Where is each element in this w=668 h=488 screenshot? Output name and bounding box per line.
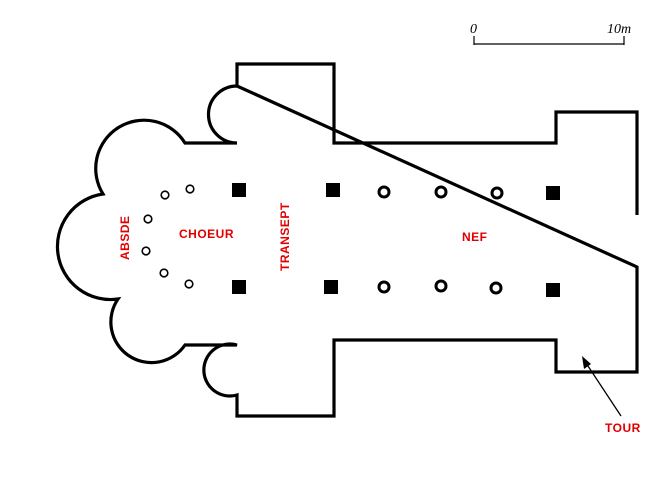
pier-square [232, 183, 246, 197]
pier-square [232, 280, 246, 294]
scale-bar: 0 10m [470, 22, 631, 45]
pier-square [546, 283, 560, 297]
column-small [159, 268, 169, 278]
scale-start-label: 0 [470, 22, 477, 37]
pier-square [546, 186, 560, 200]
tower-pointer [582, 356, 622, 417]
tower-label: TOUR [605, 421, 641, 435]
pier-square [326, 183, 340, 197]
column-round [490, 186, 504, 200]
column-round [377, 280, 391, 294]
column-small [160, 190, 170, 200]
column-round [489, 281, 503, 295]
apse-label: ABSDE [118, 215, 132, 260]
nave-columns [377, 185, 504, 295]
choir-label: CHOEUR [179, 227, 234, 241]
column-round [434, 279, 448, 293]
church-outline [55, 62, 639, 418]
column-round [377, 185, 391, 199]
column-small [141, 246, 151, 256]
nave-label: NEF [462, 230, 488, 244]
scale-end-label: 10m [607, 22, 631, 37]
column-small [184, 279, 194, 289]
ambulatory-columns [141, 184, 195, 289]
tower-arrow-head [582, 356, 591, 369]
column-small [185, 184, 195, 194]
column-round [434, 185, 448, 199]
tower-arrow-line [585, 362, 622, 417]
column-small [143, 214, 153, 224]
pier-square [324, 280, 338, 294]
square-piers [232, 183, 560, 297]
transept-label: TRANSEPT [278, 202, 292, 271]
